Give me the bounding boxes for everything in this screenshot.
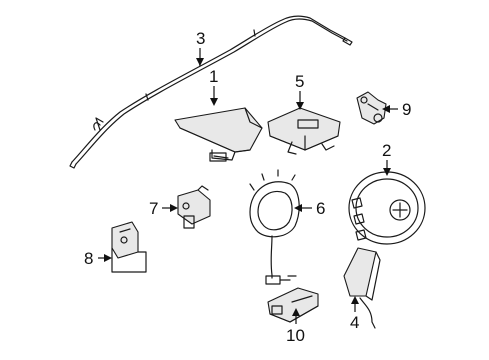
part-9-impact-sensor [356,91,387,125]
part-10-occupant-sensor [267,287,319,323]
part-2-steering-airbag [348,171,426,245]
callout-9: 9 [402,100,411,119]
callout-4: 4 [350,313,359,332]
callout-5: 5 [295,72,304,91]
callout-1: 1 [209,67,218,86]
callout-10: 10 [286,326,305,345]
callout-2: 2 [382,141,391,160]
part-4-seat-airbag [343,247,381,329]
callout-6: 6 [316,199,325,218]
callout-7: 7 [149,199,158,218]
part-1-airbag-module [174,107,263,162]
part-5-control-module [267,107,341,155]
callout-8: 8 [84,249,93,268]
callout-3: 3 [196,29,205,48]
leader-lines [98,48,398,324]
part-8-bracket [111,221,147,273]
part-6-clock-spring [249,169,300,285]
part-7-side-sensor [177,185,211,229]
